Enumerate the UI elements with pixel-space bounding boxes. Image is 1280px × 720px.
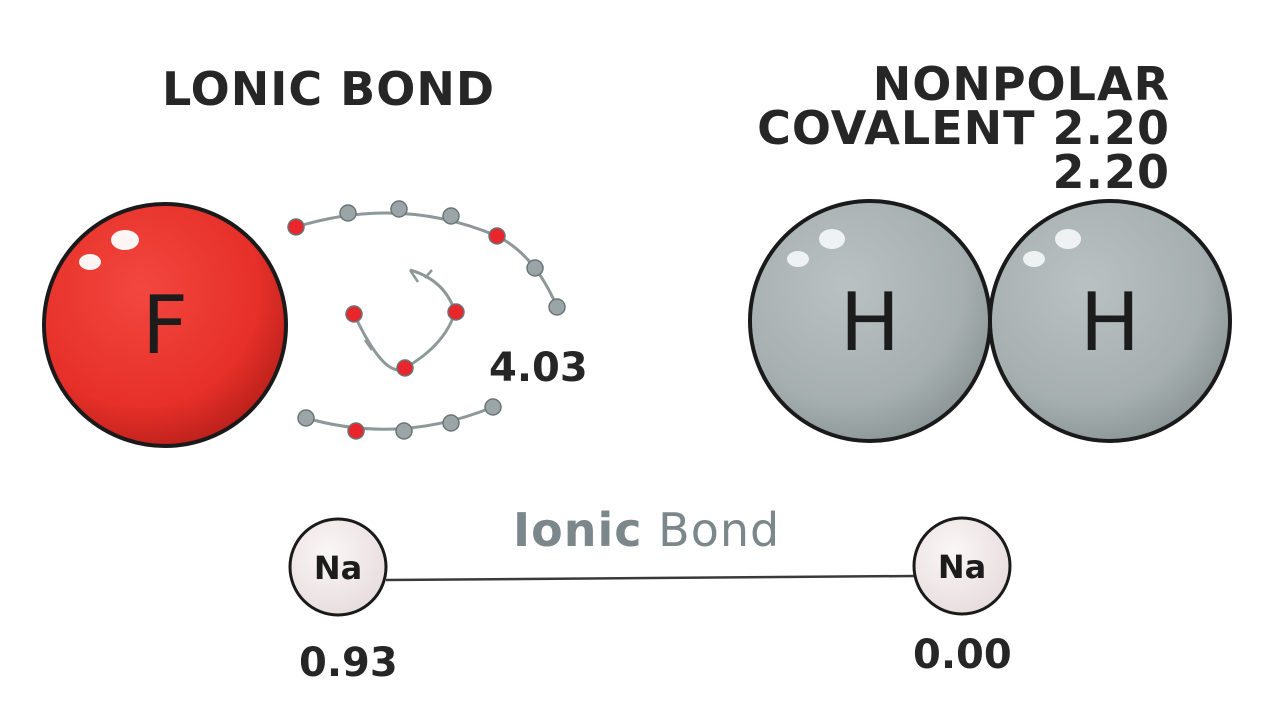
- ionic-bond-label-rest: Bond: [642, 503, 781, 557]
- sodium-bond-line: [385, 574, 915, 582]
- hydrogen-atom-right: H: [988, 199, 1232, 443]
- hydrogen-atom-left: H: [748, 199, 992, 443]
- electrons-bottom: [297, 398, 502, 440]
- sodium-symbol-left: Na: [314, 549, 362, 587]
- sodium-right-value: 0.00: [913, 632, 1012, 678]
- ionic-bond-label: Ionic Bond: [513, 503, 780, 557]
- ionic-bond-label-bold: Ionic: [513, 503, 643, 557]
- nonpolar-title-line2: COVALENT 2.20: [757, 101, 1170, 155]
- fluorine-atom: F: [42, 202, 288, 448]
- sodium-atom-right: Na: [912, 516, 1012, 616]
- arrow-ticks: [363, 269, 433, 351]
- hydrogen-symbol-right: H: [1080, 276, 1140, 369]
- fluorine-symbol: F: [142, 279, 188, 372]
- electron-orbitals: [295, 211, 559, 431]
- sodium-symbol-right: Na: [938, 548, 986, 586]
- sodium-left-value: 0.93: [299, 640, 398, 686]
- nonpolar-covalent-title: NONPOLAR COVALENT 2.20 2.20: [757, 57, 1170, 199]
- electrons-top: [287, 200, 566, 316]
- fluorine-value: 4.03: [489, 345, 588, 391]
- sodium-atom-left: Na: [288, 517, 388, 617]
- nonpolar-title-line1: NONPOLAR: [872, 57, 1170, 111]
- nonpolar-title-line3: 2.20: [1052, 145, 1170, 199]
- electrons-inner: [345, 303, 465, 377]
- hydrogen-symbol-left: H: [840, 276, 900, 369]
- ionic-bond-title: LONIC BOND: [162, 62, 496, 116]
